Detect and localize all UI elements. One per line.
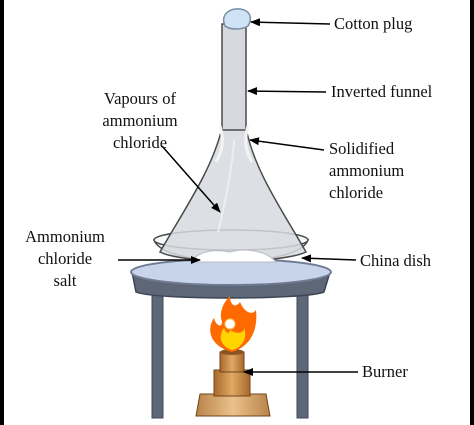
label-vapours-of-ammonium-chloride: Vapours of ammonium chloride [82, 88, 198, 154]
solidified-deposit [214, 125, 254, 163]
arrow-solidified [249, 137, 325, 151]
stand-leg-left [151, 289, 164, 419]
sublimation-apparatus [118, 8, 358, 419]
label-burner: Burner [362, 362, 408, 381]
burner [195, 349, 271, 417]
diagram-panel: Cotton plug Inverted funnel Solidified a… [4, 0, 470, 425]
label-vapours-line-2: ammonium [102, 111, 178, 130]
label-salt-line-3: salt [53, 271, 77, 290]
label-china-dish: China dish [360, 251, 432, 270]
label-cotton-plug: Cotton plug [334, 14, 413, 33]
ammonium-chloride-salt [188, 249, 278, 263]
flame [210, 296, 257, 352]
burner-base [195, 393, 271, 417]
label-solidified-ammonium-chloride: Solidified ammonium chloride [329, 138, 404, 204]
arrow-cotton-plug [250, 18, 331, 27]
label-ammonium-chloride-salt: Ammonium chloride salt [12, 226, 118, 292]
cotton-plug [223, 8, 252, 30]
label-vapours-line-1: Vapours of [104, 89, 176, 108]
flame-inner [220, 328, 246, 350]
tripod-stand [130, 258, 332, 419]
label-inverted-funnel: Inverted funnel [331, 82, 433, 101]
label-solidified-line-2: ammonium [329, 161, 405, 180]
arrow-vapours [161, 145, 221, 213]
funnel-stem [221, 23, 247, 131]
label-solidified-line-3: chloride [329, 183, 384, 202]
vapour-highlight [217, 139, 235, 233]
inverted-funnel [158, 23, 308, 262]
label-vapours-line-3: chloride [112, 133, 168, 152]
burner-body [213, 369, 251, 397]
arrow-inverted-funnel [247, 87, 327, 96]
stand-leg-right [296, 289, 309, 419]
label-solidified-line-1: Solidified [329, 139, 395, 158]
stand-top [130, 258, 332, 286]
label-salt-line-1: Ammonium [25, 227, 105, 246]
flame-core [224, 318, 236, 330]
arrow-china-dish [301, 254, 357, 263]
pointer-arrows [118, 18, 358, 376]
label-salt-line-2: chloride [37, 249, 93, 268]
